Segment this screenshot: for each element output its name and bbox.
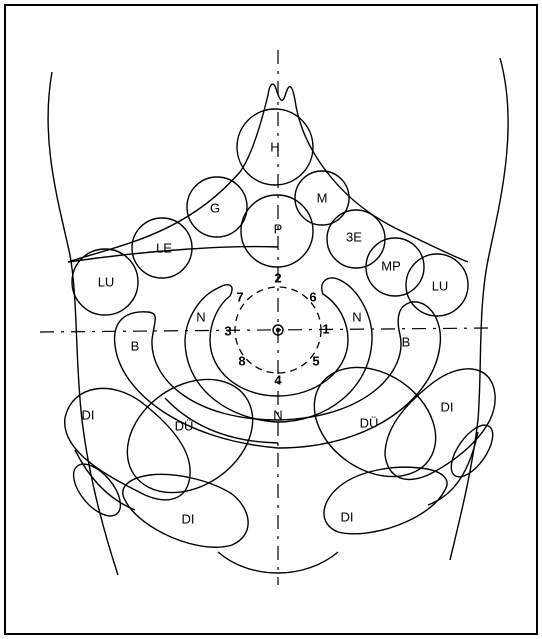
label-large-intestine-right-lower: DI: [341, 509, 354, 524]
label-kidney-right: N: [352, 309, 361, 324]
label-lung-left: LU: [98, 274, 115, 289]
horizontal-navel-line: [40, 328, 490, 332]
label-triple-heater: 3E: [346, 229, 362, 244]
label-bladder-right: B: [402, 334, 411, 349]
label-large-intestine-left-lower: DI: [182, 511, 195, 526]
label-lung-right: LU: [432, 278, 449, 293]
hip-oval-right: [443, 418, 500, 483]
label-kidney-lower: N: [273, 407, 282, 422]
label-pancreas: P: [274, 221, 283, 236]
label-small-intestine-right: DÜ: [360, 415, 379, 430]
small-intestine-left: [106, 356, 275, 516]
navel-point-2: 2: [274, 270, 281, 285]
torso-left-outline: [48, 72, 118, 575]
navel-point-3: 3: [224, 323, 231, 338]
torso-right-outline: [450, 58, 508, 560]
label-small-intestine-left: DÜ: [175, 418, 194, 433]
navel-point-6: 6: [309, 289, 316, 304]
label-large-intestine-right-upper: DI: [441, 399, 454, 414]
label-stomach: G: [210, 200, 220, 215]
label-liver: LE: [156, 240, 172, 255]
label-spleen: M: [317, 190, 328, 205]
navel-point-4: 4: [274, 372, 282, 387]
navel-point-1: 1: [322, 321, 329, 336]
large-intestine-right-upper: [385, 369, 495, 480]
label-kidney-left: N: [196, 309, 205, 324]
navel-point-5: 5: [312, 353, 319, 368]
ribcage-outline: [68, 84, 468, 262]
label-bladder-left: B: [131, 338, 140, 353]
label-heart: H: [270, 139, 279, 154]
hip-oval-left: [65, 456, 129, 524]
navel-point-8: 8: [238, 353, 245, 368]
label-pericardium: MP: [381, 258, 401, 273]
label-large-intestine-left-upper: DI: [82, 407, 95, 422]
navel-point-7: 7: [236, 289, 243, 304]
